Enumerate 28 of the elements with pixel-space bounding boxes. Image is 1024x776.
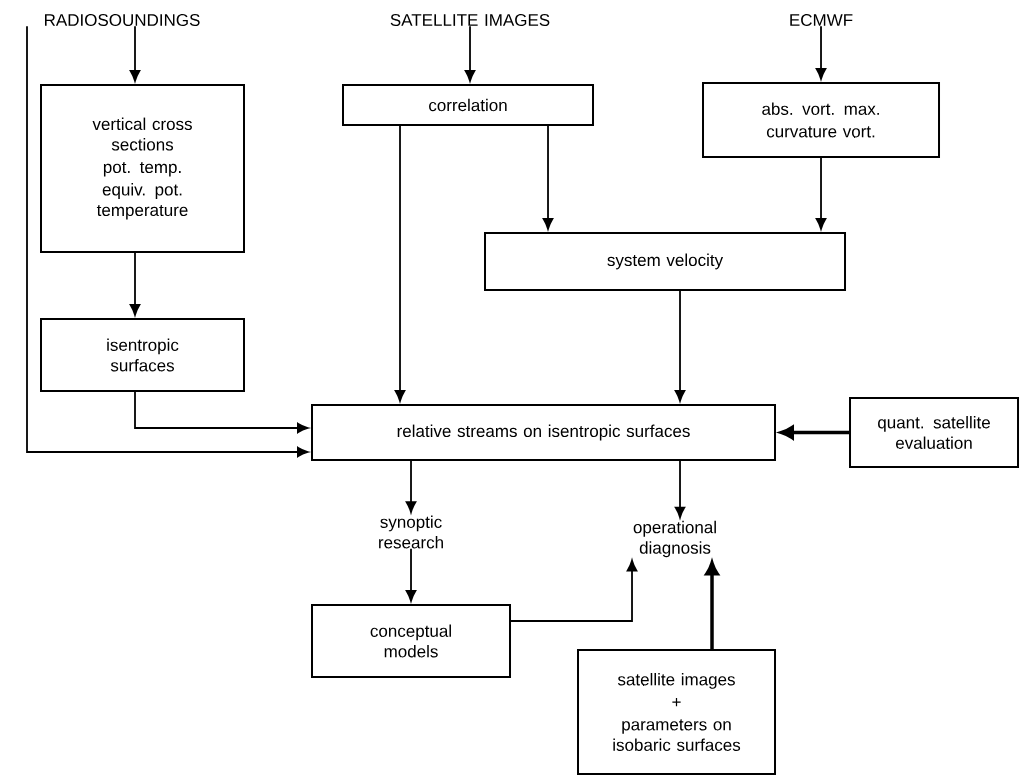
process-box: relative streams on isentropic surfaces <box>311 404 776 461</box>
text-label: synoptic research <box>379 515 443 549</box>
arrow <box>815 157 827 230</box>
arrow <box>464 25 476 82</box>
arrow <box>405 547 417 602</box>
arrow <box>134 391 309 434</box>
arrow <box>674 290 686 402</box>
text-label: RADIOSOUNDINGS <box>45 14 200 26</box>
arrow <box>26 25 309 458</box>
arrow <box>394 125 406 402</box>
process-box: correlation <box>342 84 594 126</box>
process-box: conceptual models <box>311 604 511 678</box>
arrow <box>815 25 827 80</box>
process-box: satellite images + parameters on isobaric surfaces <box>577 649 776 775</box>
process-box: quant. satellite evaluation <box>849 397 1019 468</box>
arrow <box>405 460 417 513</box>
text-label: ECMWF <box>790 14 853 26</box>
text-label: operational diagnosis <box>633 520 716 558</box>
arrow <box>542 125 554 230</box>
arrow <box>674 460 686 519</box>
process-box: system velocity <box>484 232 846 291</box>
process-box: isentropic surfaces <box>40 318 245 392</box>
process-box: abs. vort. max. curvature vort. <box>702 82 940 158</box>
arrow <box>129 252 141 316</box>
process-box: vertical cross sections pot. temp. equiv. pot. temperature <box>40 84 245 253</box>
arrow <box>129 25 141 82</box>
arrow <box>510 559 638 622</box>
text-label: SATELLITE IMAGES <box>390 14 550 26</box>
